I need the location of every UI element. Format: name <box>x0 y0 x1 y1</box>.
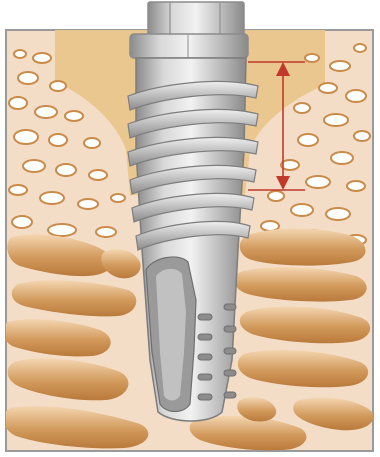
implant-collar <box>130 34 248 58</box>
abutment-hex <box>148 2 244 36</box>
